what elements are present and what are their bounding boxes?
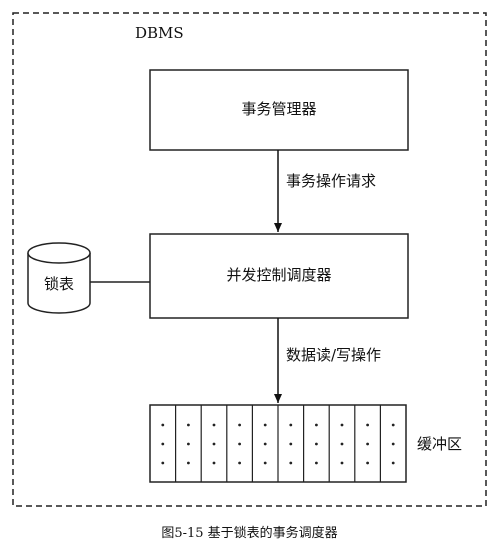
buffer-cell-dot — [161, 423, 165, 427]
buffer-cell-dot — [161, 442, 165, 446]
dbms-boundary — [12, 12, 487, 507]
buffer-cell-dot — [212, 423, 216, 427]
buffer-cell-dot — [289, 442, 293, 446]
buffer-cell-dot — [187, 442, 190, 446]
buffer-cell-dot — [391, 423, 395, 427]
buffer-cell-dot — [391, 442, 395, 446]
buffer-cell-dot — [263, 423, 267, 427]
buffer-cell-dot — [366, 423, 369, 427]
buffer-cell-dot — [289, 423, 293, 427]
transaction-manager-label: 事务管理器 — [241, 100, 317, 118]
figure-caption: 图5-15 基于锁表的事务调度器 — [161, 526, 338, 541]
buffer-cell-dot — [366, 461, 369, 465]
buffer-block — [149, 404, 407, 483]
buffer-cell-dot — [315, 423, 318, 427]
buffer-cell-dot — [340, 442, 344, 446]
concurrency-scheduler-label: 并发控制调度器 — [226, 266, 332, 284]
data-rw-label: 数据读/写操作 — [286, 346, 382, 364]
lock-table-label: 锁表 — [43, 275, 74, 293]
buffer-cell-dot — [212, 442, 216, 446]
buffer-cell-dot — [263, 442, 267, 446]
buffer-cell-dot — [187, 461, 190, 465]
buffer-cell-dot — [340, 461, 344, 465]
buffer-cell-dot — [161, 461, 165, 465]
dbms-label: DBMS — [135, 24, 184, 42]
buffer-cell-dot — [212, 461, 216, 465]
buffer-cell-dot — [366, 442, 369, 446]
buffer-cell-dot — [238, 461, 242, 465]
transaction-manager-box — [149, 69, 409, 151]
buffer-label: 缓冲区 — [417, 435, 463, 453]
buffer-cell-dot — [315, 461, 318, 465]
buffer-cell-dot — [187, 423, 190, 427]
buffer-cell-dot — [289, 461, 293, 465]
buffer-cell-dot — [263, 461, 267, 465]
buffer-cell-dot — [238, 423, 242, 427]
buffer-cell-dot — [315, 442, 318, 446]
buffer-cell-dot — [238, 442, 242, 446]
transaction-request-label: 事务操作请求 — [286, 172, 377, 190]
buffer-cell-dot — [391, 461, 395, 465]
buffer-cell-dot — [340, 423, 344, 427]
concurrency-scheduler-box — [149, 233, 409, 319]
lock-table-cylinder — [27, 242, 91, 314]
